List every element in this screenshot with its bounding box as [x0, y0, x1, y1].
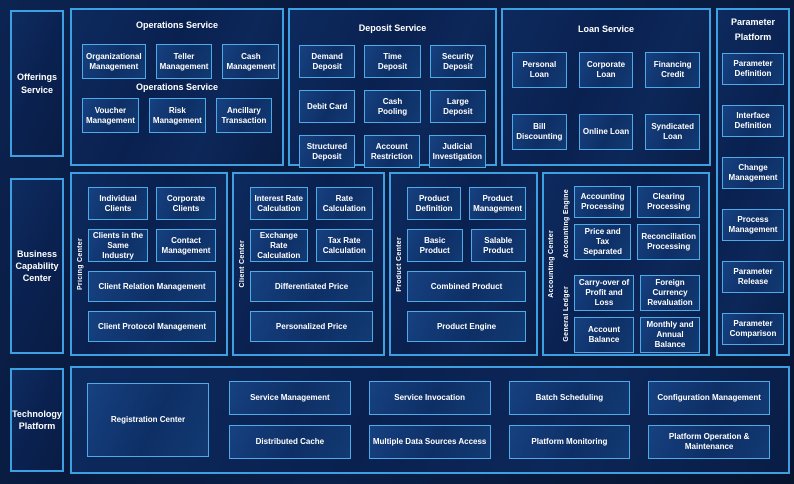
- diagram-box: Service Management: [229, 381, 351, 415]
- diagram-box: Online Loan: [578, 114, 634, 150]
- pricing-center-panel: Pricing Center Individual Clients Corpor…: [70, 172, 228, 356]
- diagram-box: Parameter Comparison: [722, 312, 784, 345]
- general-ledger-group: General Ledger Carry-over of Profit and …: [558, 275, 700, 353]
- client-center-panel: Client Center Interest Rate Calculation …: [232, 172, 385, 356]
- diagram-box: Process Management: [722, 208, 784, 241]
- diagram-box: Rate Calculation: [315, 187, 373, 220]
- accounting-center-panel: Accounting Center Accounting Engine Acco…: [542, 172, 710, 356]
- diagram-box: Corporate Loan: [578, 52, 634, 88]
- diagram-box: Personal Loan: [512, 52, 567, 88]
- diagram-box: Price and Tax Separated: [574, 224, 632, 260]
- diagram-box: Account Restriction: [363, 135, 420, 168]
- panel-title: Deposit Service: [358, 23, 427, 33]
- diagram-box: Large Deposit: [429, 90, 486, 123]
- diagram-box: Contact Management: [156, 229, 216, 262]
- diagram-box: Product Engine: [407, 311, 526, 342]
- client-center-vertical-label: Client Center: [238, 240, 246, 288]
- diagram-box: Judicial Investigation: [428, 135, 486, 168]
- operations-service-panel: Operations Service Organizational Manage…: [70, 8, 284, 166]
- general-ledger-vertical-label: General Ledger: [562, 286, 570, 342]
- product-center-vertical-label: Product Center: [395, 236, 403, 292]
- diagram-box: Interface Definition: [722, 104, 784, 137]
- diagram-box: Syndicated Loan: [645, 114, 701, 150]
- diagram-box: Platform Operation & Maintenance: [648, 425, 770, 459]
- diagram-box: Parameter Release: [722, 260, 784, 293]
- panel-title: Loan Service: [577, 24, 635, 34]
- diagram-box: Configuration Management: [648, 381, 770, 415]
- diagram-box: Voucher Management: [82, 98, 139, 133]
- diagram-box: Tax Rate Calculation: [315, 229, 373, 262]
- technology-platform-label: Technology Platform: [10, 368, 64, 472]
- deposit-service-panel: Deposit Service Demand Deposit Time Depo…: [288, 8, 497, 168]
- accounting-engine-group: Accounting Engine Accounting Processing …: [558, 186, 700, 260]
- diagram-box: Financing Credit: [645, 52, 701, 88]
- diagram-box: Clearing Processing: [637, 186, 700, 218]
- diagram-box: Ancillary Transaction: [215, 98, 272, 133]
- diagram-box: Product Management: [469, 187, 526, 220]
- diagram-box: Exchange Rate Calculation: [250, 229, 308, 262]
- diagram-box: Accounting Processing: [574, 186, 632, 218]
- diagram-box: Individual Clients: [88, 187, 148, 220]
- accounting-center-vertical-label: Accounting Center: [547, 230, 555, 298]
- diagram-box: Interest Rate Calculation: [250, 187, 308, 220]
- diagram-box: Security Deposit: [429, 45, 486, 78]
- diagram-box: Structured Deposit: [299, 135, 355, 168]
- diagram-box: Time Deposit: [364, 45, 421, 78]
- diagram-box: Multiple Data Sources Access: [368, 425, 491, 459]
- diagram-box: Reconciliation Processing: [637, 224, 700, 260]
- registration-center-box: Registration Center: [87, 383, 209, 457]
- panel-subtitle: Operations Service: [135, 82, 219, 92]
- diagram-box: Cash Pooling: [364, 90, 421, 123]
- panel-title: Parameter Platform: [730, 17, 776, 43]
- diagram-box: Foreign Currency Revaluation: [640, 275, 700, 311]
- diagram-box: Risk Management: [148, 98, 206, 133]
- diagram-box: Basic Product: [407, 229, 463, 262]
- diagram-box: Demand Deposit: [299, 45, 356, 78]
- offerings-service-label: Offerings Service: [10, 10, 64, 157]
- diagram-box: Client Relation Management: [88, 271, 216, 302]
- diagram-box: Bill Discounting: [512, 114, 567, 150]
- diagram-box: Platform Monitoring: [508, 425, 631, 459]
- diagram-box: Debit Card: [299, 90, 356, 123]
- diagram-box: Personalized Price: [250, 311, 373, 342]
- diagram-box: Parameter Definition: [722, 52, 784, 85]
- loan-service-panel: Loan Service Personal Loan Corporate Loa…: [501, 8, 711, 166]
- diagram-box: Product Definition: [407, 187, 462, 220]
- diagram-box: Salable Product: [470, 229, 526, 262]
- diagram-box: Service Invocation: [368, 381, 491, 415]
- diagram-box: Organizational Management: [82, 44, 146, 79]
- technology-platform-panel: Registration Center Service Management S…: [70, 366, 790, 474]
- diagram-box: Cash Management: [222, 44, 280, 79]
- diagram-box: Change Management: [722, 156, 784, 189]
- product-center-panel: Product Center Product Definition Produc…: [389, 172, 538, 356]
- accounting-engine-vertical-label: Accounting Engine: [562, 188, 570, 258]
- diagram-box: Combined Product: [407, 271, 526, 302]
- diagram-box: Teller Management: [155, 44, 213, 79]
- diagram-box: Carry-over of Profit and Loss: [574, 275, 634, 311]
- parameter-platform-panel: Parameter Platform Parameter Definition …: [716, 8, 790, 356]
- diagram-box: Monthly and Annual Balance: [640, 317, 700, 353]
- panel-title: Operations Service: [135, 20, 219, 30]
- diagram-box: Differentiated Price: [250, 271, 373, 302]
- diagram-box: Distributed Cache: [229, 425, 351, 459]
- diagram-box: Clients in the Same Industry: [88, 229, 148, 262]
- business-capability-center-label: Business Capability Center: [10, 178, 64, 354]
- diagram-box: Client Protocol Management: [88, 311, 216, 342]
- diagram-box: Batch Scheduling: [508, 381, 631, 415]
- diagram-box: Corporate Clients: [156, 187, 216, 220]
- diagram-box: Account Balance: [574, 317, 634, 353]
- pricing-center-vertical-label: Pricing Center: [76, 237, 84, 291]
